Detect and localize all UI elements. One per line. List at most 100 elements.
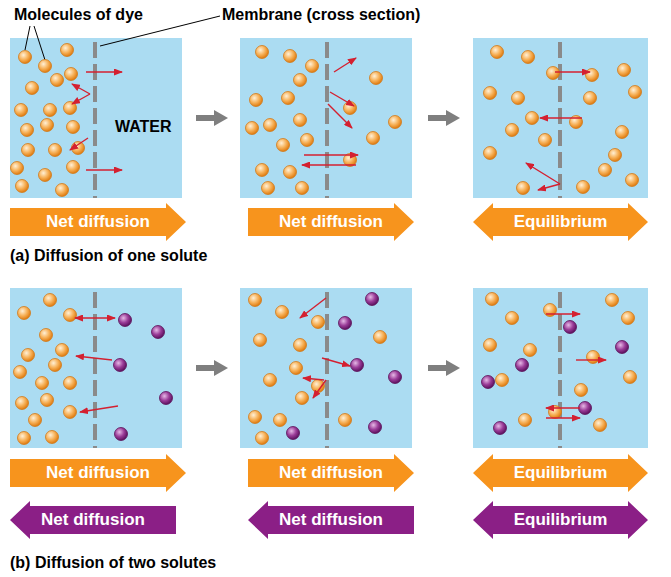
- dye-molecule: [61, 44, 74, 57]
- solute-molecule: [516, 359, 529, 372]
- dye-molecule: [367, 132, 380, 145]
- arrow-band-fill: [10, 454, 186, 492]
- dye-molecule: [624, 371, 637, 384]
- dye-molecule: [44, 104, 57, 117]
- dye-molecule: [374, 331, 387, 344]
- dye-molecule: [40, 329, 53, 342]
- motion-arrow: [70, 138, 88, 150]
- dye-molecule: [256, 432, 269, 445]
- dye-molecule: [517, 182, 530, 195]
- membrane-line: [325, 42, 329, 198]
- solute-molecule: [494, 422, 507, 435]
- dye-molecule: [294, 74, 307, 87]
- motion-arrow: [526, 163, 560, 184]
- dye-molecule: [276, 306, 289, 319]
- dye-molecule: [16, 180, 29, 193]
- solute-molecule: [114, 359, 127, 372]
- equilibrium-arrow: Equilibrium: [473, 203, 648, 241]
- dye-molecule: [547, 67, 560, 80]
- dye-molecule: [296, 182, 309, 195]
- dye-molecule: [284, 50, 297, 63]
- water-panel: [473, 288, 648, 448]
- dye-molecule: [56, 344, 69, 357]
- solute-molecule: [351, 359, 364, 372]
- dye-molecule: [594, 419, 607, 432]
- dye-molecule: [296, 392, 309, 405]
- leader-line: [100, 16, 220, 46]
- dye-molecule: [284, 166, 297, 179]
- arrow-band-fill: [473, 501, 648, 539]
- step-arrow: [428, 360, 460, 376]
- dye-molecule: [344, 102, 357, 115]
- solute-molecule: [119, 314, 132, 327]
- motion-arrow: [328, 104, 352, 128]
- dye-molecule: [49, 144, 62, 157]
- water-panel: [240, 38, 412, 198]
- dye-molecule: [39, 169, 52, 182]
- dye-molecule: [306, 60, 319, 73]
- arrow-band-fill: [248, 203, 414, 241]
- motion-arrow: [75, 317, 115, 318]
- dye-molecule: [587, 351, 600, 364]
- dye-molecule: [370, 72, 383, 85]
- dye-molecule: [496, 374, 509, 387]
- band-label: Net diffusion: [10, 203, 186, 241]
- dye-molecule: [29, 414, 42, 427]
- motion-arrow: [546, 313, 580, 314]
- medium-label: WATER: [115, 118, 172, 136]
- dye-molecule: [64, 102, 77, 115]
- dye-molecule: [39, 60, 52, 73]
- callout-label: Molecules of dye: [14, 6, 143, 24]
- motion-arrow: [540, 117, 582, 118]
- dye-molecule: [484, 147, 497, 160]
- dye-molecule: [21, 124, 34, 137]
- dye-molecule: [67, 121, 80, 134]
- net-diffusion-arrow: Net diffusion: [10, 203, 186, 241]
- dye-molecule: [586, 69, 599, 82]
- solute-molecule: [579, 402, 592, 415]
- dye-molecule: [264, 374, 277, 387]
- dye-molecule: [522, 51, 535, 64]
- net-diffusion-arrow: Net diffusion: [248, 501, 414, 539]
- dye-molecule: [616, 126, 629, 139]
- arrow-band-fill: [10, 501, 176, 539]
- solute-molecule: [115, 428, 128, 441]
- dye-molecule: [250, 94, 263, 107]
- dye-molecule: [539, 134, 552, 147]
- panel-caption: (b) Diffusion of two solutes: [10, 554, 216, 572]
- solute-molecule: [366, 293, 379, 306]
- dye-molecule: [51, 74, 64, 87]
- motion-arrow: [546, 417, 580, 418]
- dye-molecule: [484, 339, 497, 352]
- dye-molecule: [339, 414, 352, 427]
- membrane-line: [325, 292, 329, 448]
- dye-molecule: [46, 431, 59, 444]
- step-arrow: [196, 360, 228, 376]
- motion-arrow: [303, 378, 324, 380]
- dye-molecule: [22, 349, 35, 362]
- dye-molecule: [18, 307, 31, 320]
- dye-molecule: [16, 397, 29, 410]
- net-diffusion-arrow: Net diffusion: [248, 454, 414, 492]
- dye-molecule: [577, 181, 590, 194]
- band-label: Net diffusion: [248, 501, 414, 539]
- dye-molecule: [519, 414, 532, 427]
- motion-arrow: [576, 359, 606, 360]
- dye-molecule: [301, 134, 314, 147]
- dye-molecule: [44, 294, 57, 307]
- arrow-band-fill: [473, 454, 648, 492]
- dye-molecule: [599, 164, 612, 177]
- dye-molecule: [14, 366, 27, 379]
- band-label: Net diffusion: [10, 501, 176, 539]
- arrow-band-fill: [248, 454, 414, 492]
- solute-molecule: [482, 376, 495, 389]
- net-diffusion-arrow: Net diffusion: [248, 203, 414, 241]
- dye-molecule: [570, 116, 583, 129]
- motion-arrow: [80, 406, 118, 412]
- band-label: Equilibrium: [473, 454, 648, 492]
- membrane-line: [93, 42, 97, 198]
- dye-molecule: [549, 406, 562, 419]
- motion-arrow: [313, 380, 326, 398]
- band-label: Net diffusion: [248, 203, 414, 241]
- water-panel: [10, 288, 182, 448]
